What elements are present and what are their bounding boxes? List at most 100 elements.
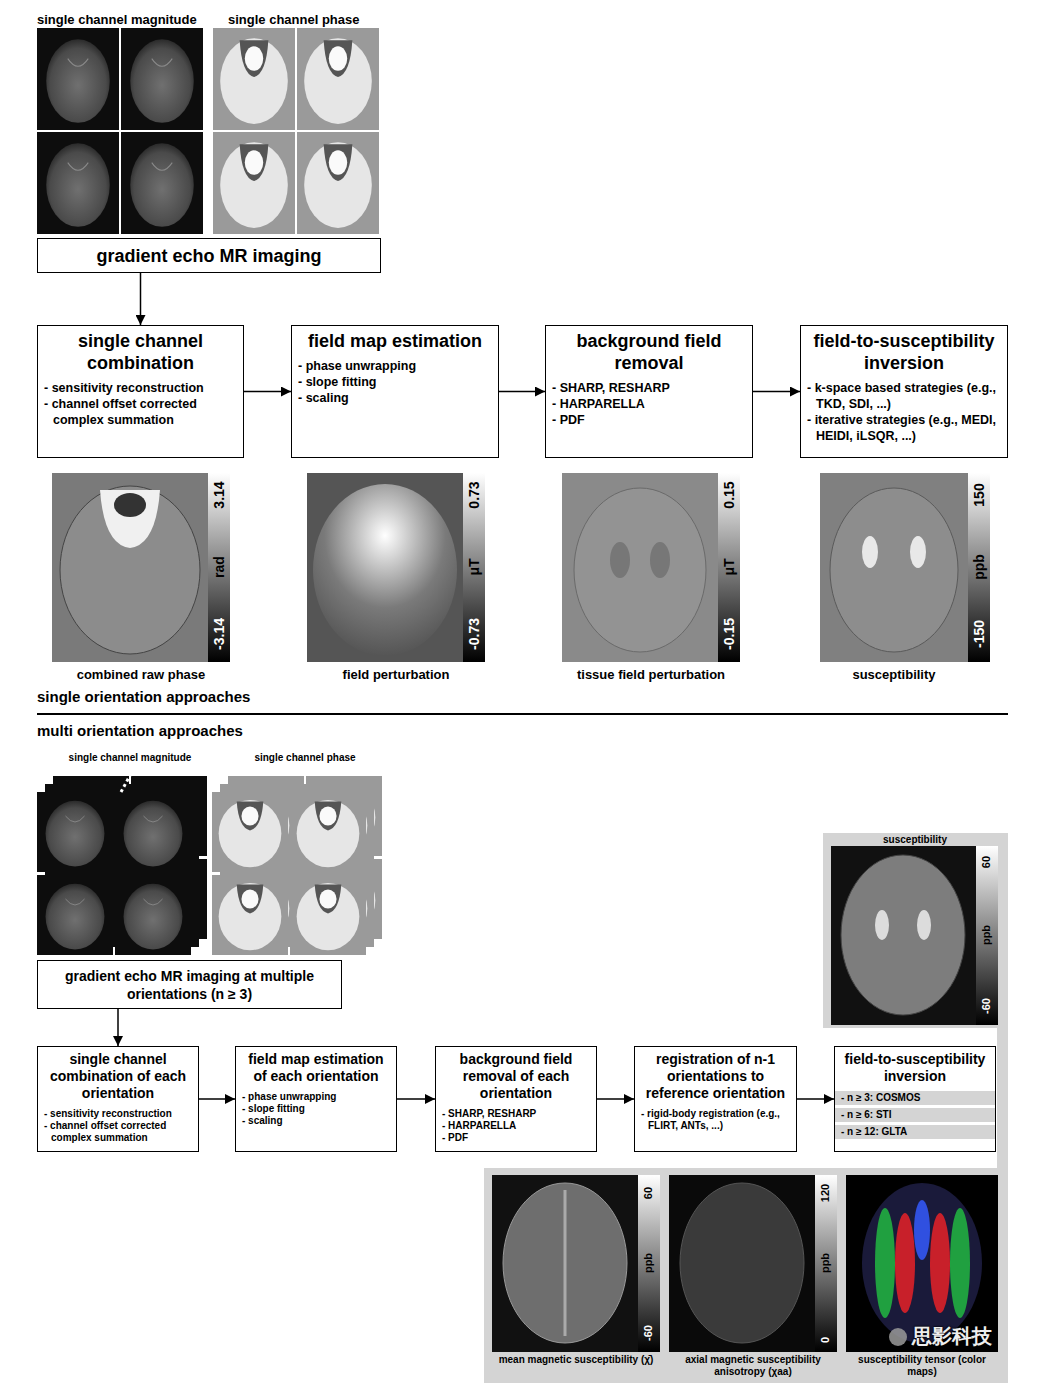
flow-arrow — [117, 1009, 119, 1046]
illustration-shape — [562, 473, 740, 662]
colorbar-value: ppb — [980, 925, 993, 945]
illustration-shape — [914, 1200, 930, 1260]
caption: single orientation approaches — [37, 688, 250, 706]
box-bullet: - n ≥ 6: STI — [835, 1108, 995, 1122]
process-box: registration of n-1 orientations to refe… — [634, 1046, 797, 1152]
caption: single channel phase — [228, 12, 360, 28]
box-bullet: - PDF — [552, 412, 746, 428]
process-box: gradient echo MR imaging — [37, 238, 381, 273]
illustration-shape — [463, 473, 485, 662]
colorbar-value: -0.73 — [466, 618, 483, 650]
box-bullet: - n ≥ 12: GLTA — [835, 1125, 995, 1139]
illustration-shape — [37, 792, 113, 872]
caption: single channel magnitude — [45, 752, 215, 764]
colorbar-value: rad — [211, 556, 228, 578]
illustration-shape — [484, 1168, 1008, 1383]
illustration-shape — [290, 792, 366, 872]
box-bullet: - iterative strategies (e.g., MEDI, HEID… — [807, 412, 1001, 444]
flow-arrow — [397, 1098, 435, 1100]
illustration-shape — [574, 488, 706, 652]
caption: susceptibility — [840, 834, 990, 846]
colorbar-value: μT — [721, 558, 738, 575]
box-bullet: - scaling — [298, 390, 492, 406]
process-box: field-to-susceptibility inversion- k-spa… — [800, 325, 1008, 458]
box-heading: registration of n-1 orientations to refe… — [641, 1051, 790, 1102]
box-bullet: - HARPARELLA — [442, 1120, 590, 1132]
watermark: 思影科技 — [912, 1324, 992, 1348]
colorbar-value: 0.15 — [721, 481, 738, 508]
box-heading: background field removal — [552, 330, 746, 374]
box-bullet: - SHARP, RESHARP — [442, 1108, 590, 1120]
illustration-shape — [60, 486, 200, 654]
illustration-shape — [37, 132, 119, 234]
box-heading: field map estimation of each orientation — [242, 1051, 390, 1085]
illustration-shape — [820, 473, 990, 662]
illustration-shape — [115, 875, 191, 955]
illustration-shape — [718, 473, 740, 662]
illustration-shape — [830, 488, 958, 652]
box-heading: field map estimation — [298, 330, 492, 352]
illustration-shape — [862, 1183, 982, 1343]
illustration-shape — [669, 1175, 837, 1352]
box-bullet: - scaling — [242, 1115, 390, 1127]
flow-arrow — [244, 391, 291, 393]
illustration-shape — [290, 875, 366, 955]
colorbar-value: ppb — [819, 1253, 832, 1273]
caption: axial magnetic susceptibility anisotropy… — [668, 1354, 838, 1378]
flow-arrow — [140, 273, 142, 325]
caption: tissue field perturbation — [546, 667, 756, 683]
process-box: field-to-susceptibility inversion- n ≥ 3… — [834, 1046, 996, 1152]
box-heading: background field removal of each orienta… — [442, 1051, 590, 1102]
process-box: background field removal of each orienta… — [435, 1046, 597, 1152]
illustration-shape — [564, 1190, 567, 1336]
illustration-shape — [610, 542, 630, 578]
box-bullet: - phase unwrapping — [298, 358, 492, 374]
illustration-shape — [492, 1175, 660, 1352]
box-bullet: - channel offset corrected complex summa… — [44, 1120, 192, 1144]
illustration-shape — [895, 1213, 915, 1313]
illustration-shape — [213, 28, 295, 130]
caption: single channel magnitude — [37, 12, 197, 28]
process-box: single channel combination- sensitivity … — [37, 325, 244, 458]
box-bullet: - SHARP, RESHARP — [552, 380, 746, 396]
illustration-shape — [875, 910, 889, 940]
colorbar-value: 0 — [819, 1337, 832, 1343]
illustration-shape — [503, 1183, 627, 1343]
illustration-shape — [862, 536, 878, 568]
illustration-shape — [307, 473, 485, 662]
illustration-shape — [297, 132, 379, 234]
box-bullet: - HARPARELLA — [552, 396, 746, 412]
box-bullet: - channel offset corrected complex summa… — [44, 396, 237, 428]
box-bullet: - sensitivity reconstruction — [44, 380, 237, 396]
process-box: field map estimation of each orientation… — [235, 1046, 397, 1152]
caption: mean magnetic susceptibility (χ̄) — [491, 1354, 661, 1366]
illustration-shape — [37, 875, 113, 955]
caption: susceptibility — [794, 667, 994, 683]
process-box: background field removal - SHARP, RESHARP… — [545, 325, 753, 458]
illustration-shape — [650, 542, 670, 578]
illustration-shape — [968, 473, 990, 662]
flow-arrow — [753, 391, 800, 393]
illustration-shape — [917, 910, 931, 940]
illustration-shape — [815, 1175, 837, 1352]
illustration-shape — [846, 1175, 998, 1352]
box-heading: gradient echo MR imaging — [44, 245, 374, 267]
flow-arrow — [199, 1098, 235, 1100]
illustration-shape — [213, 132, 295, 234]
colorbar-value: 60 — [980, 856, 993, 868]
illustration-shape — [875, 1208, 895, 1318]
illustration-shape — [976, 846, 998, 1025]
illustration-shape — [823, 833, 1008, 1028]
illustration-shape — [115, 792, 191, 872]
illustration-shape — [52, 473, 230, 662]
flow-arrow — [499, 391, 545, 393]
colorbar-value: -0.15 — [721, 618, 738, 650]
colorbar-value: 120 — [819, 1184, 832, 1202]
colorbar-value: 3.14 — [211, 481, 228, 508]
illustration-shape — [212, 875, 288, 955]
colorbar-value: ppb — [642, 1253, 655, 1273]
illustration-shape — [910, 536, 926, 568]
caption: combined raw phase — [36, 667, 246, 683]
illustration-shape — [37, 28, 119, 130]
box-bullet: - slope fitting — [242, 1103, 390, 1115]
